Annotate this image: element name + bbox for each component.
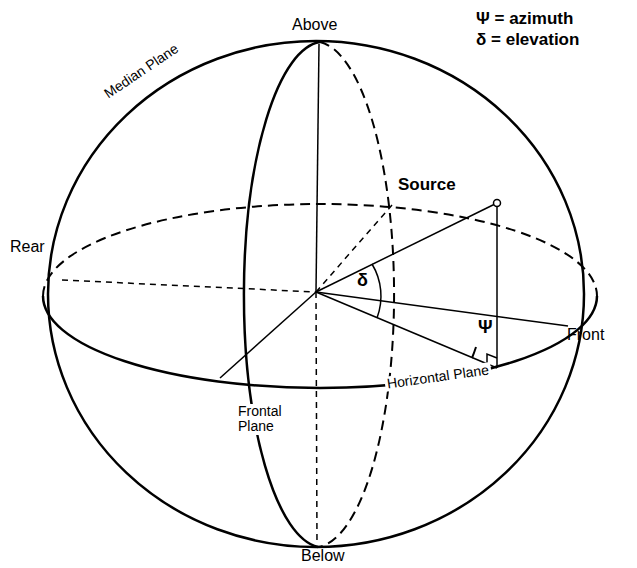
vertical-axis-hidden	[316, 292, 317, 545]
azimuth-arc	[472, 347, 476, 358]
vertical-axis	[316, 44, 319, 292]
elevation-arc	[372, 264, 381, 318]
sphere-outline	[48, 41, 584, 547]
direction-label: Above	[292, 16, 337, 34]
lateral-axis	[220, 292, 316, 378]
angle-symbol: δ	[357, 271, 368, 291]
legend-label: δ = elevation	[476, 31, 579, 50]
plane-label: Median Plane	[100, 40, 183, 103]
source-drop	[496, 203, 498, 368]
rear-axis	[62, 280, 316, 292]
front-axis	[316, 292, 568, 326]
plane-label: Frontal Plane	[236, 404, 296, 435]
source-projection	[316, 292, 497, 368]
plane-label: Horizontal Plane	[384, 362, 492, 392]
direction-label: Front	[567, 326, 604, 344]
lateral-axis-hidden	[316, 205, 392, 292]
frontal-plane-front	[244, 42, 320, 547]
source-point	[494, 200, 501, 207]
direction-label: Below	[301, 547, 345, 565]
direction-label: Rear	[10, 238, 45, 256]
horizontal-plane-back	[43, 204, 597, 296]
source-vector	[316, 203, 497, 292]
angle-symbol: Ψ	[478, 318, 493, 338]
legend-label: Ψ = azimuth	[476, 10, 573, 29]
point-label: Source	[398, 176, 456, 195]
horizontal-plane-front	[43, 296, 597, 388]
